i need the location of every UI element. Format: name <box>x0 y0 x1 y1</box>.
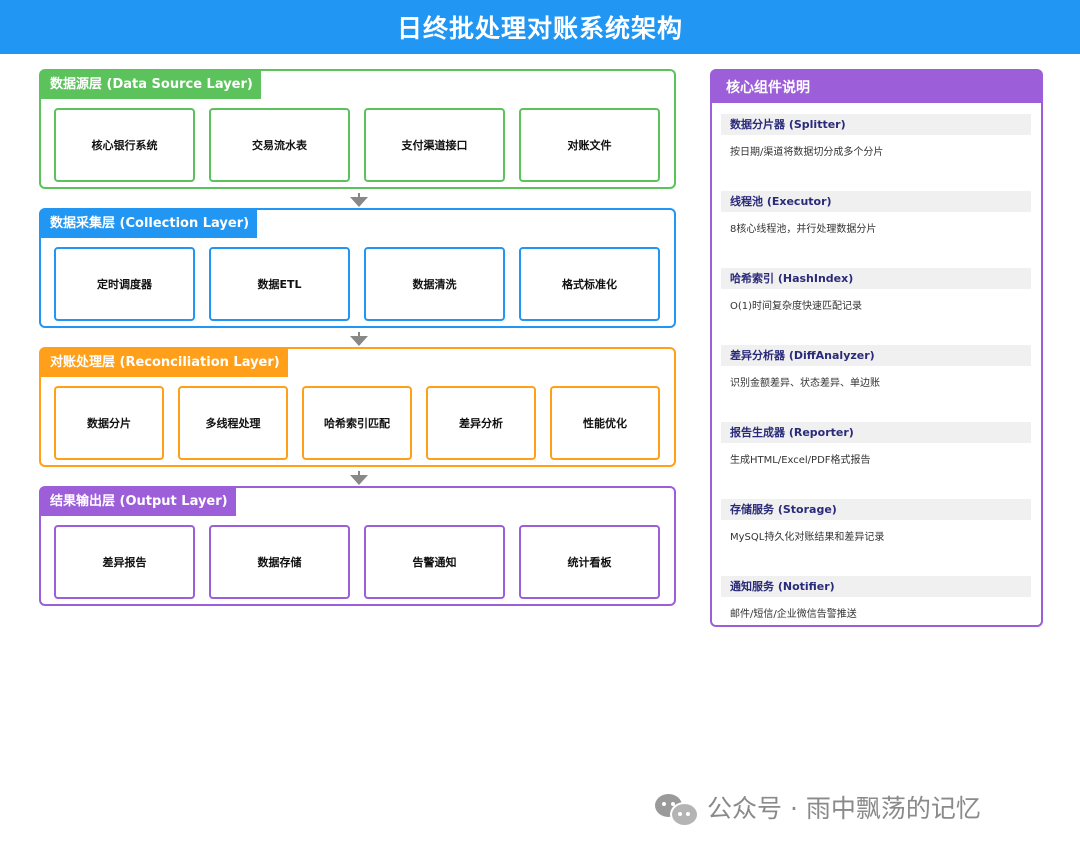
down-arrow-icon <box>350 471 368 485</box>
wechat-icon <box>655 790 699 827</box>
legend-item-name: 通知服务 (Notifier) <box>721 576 1031 597</box>
layer-title: 结果输出层 (Output Layer) <box>41 488 236 516</box>
component-box: 数据分片 <box>54 386 164 460</box>
legend-title: 核心组件说明 <box>712 71 1041 103</box>
legend-item: 存储服务 (Storage) MySQL持久化对账结果和差异记录 <box>721 499 1031 543</box>
layer-reconciliation: 对账处理层 (Reconciliation Layer) 数据分片多线程处理哈希… <box>39 347 676 467</box>
component-box: 定时调度器 <box>54 247 195 321</box>
component-box: 统计看板 <box>519 525 660 599</box>
layer-title: 数据采集层 (Collection Layer) <box>41 210 258 238</box>
layer-title: 对账处理层 (Reconciliation Layer) <box>41 349 288 377</box>
legend-item: 差异分析器 (DiffAnalyzer) 识别金额差异、状态差异、单边账 <box>721 345 1031 389</box>
legend-item-desc: 8核心线程池，并行处理数据分片 <box>730 224 877 235</box>
down-arrow-icon <box>350 332 368 346</box>
legend-item-name: 存储服务 (Storage) <box>721 499 1031 520</box>
component-box: 差异报告 <box>54 525 195 599</box>
component-box: 支付渠道接口 <box>364 108 505 182</box>
legend-item-name: 数据分片器 (Splitter) <box>721 114 1031 135</box>
component-box: 多线程处理 <box>178 386 288 460</box>
component-box: 性能优化 <box>550 386 660 460</box>
component-box: 格式标准化 <box>519 247 660 321</box>
component-box: 差异分析 <box>426 386 536 460</box>
legend-item: 线程池 (Executor) 8核心线程池，并行处理数据分片 <box>721 191 1031 235</box>
component-box: 交易流水表 <box>209 108 350 182</box>
layer-title: 数据源层 (Data Source Layer) <box>41 71 261 99</box>
legend-item-desc: MySQL持久化对账结果和差异记录 <box>730 532 885 543</box>
legend-item: 报告生成器 (Reporter) 生成HTML/Excel/PDF格式报告 <box>721 422 1031 466</box>
legend-item-desc: 邮件/短信/企业微信告警推送 <box>730 609 857 620</box>
component-box: 数据清洗 <box>364 247 505 321</box>
component-box: 哈希索引匹配 <box>302 386 412 460</box>
watermark-text: 公众号 · 雨中飘荡的记忆 <box>707 794 981 823</box>
component-box: 数据ETL <box>209 247 350 321</box>
legend-item: 通知服务 (Notifier) 邮件/短信/企业微信告警推送 <box>721 576 1031 620</box>
legend-panel: 核心组件说明 数据分片器 (Splitter) 按日期/渠道将数据切分成多个分片… <box>710 69 1043 627</box>
down-arrow-icon <box>350 193 368 207</box>
legend-item-name: 哈希索引 (HashIndex) <box>721 268 1031 289</box>
component-box: 对账文件 <box>519 108 660 182</box>
legend-item: 数据分片器 (Splitter) 按日期/渠道将数据切分成多个分片 <box>721 114 1031 158</box>
legend-item-desc: 生成HTML/Excel/PDF格式报告 <box>730 455 871 466</box>
page-title: 日终批处理对账系统架构 <box>0 0 1080 54</box>
legend-item-name: 报告生成器 (Reporter) <box>721 422 1031 443</box>
layer-output: 结果输出层 (Output Layer) 差异报告数据存储告警通知统计看板 <box>39 486 676 606</box>
component-box: 数据存储 <box>209 525 350 599</box>
component-box: 核心银行系统 <box>54 108 195 182</box>
legend-item-name: 差异分析器 (DiffAnalyzer) <box>721 345 1031 366</box>
legend-item-desc: O(1)时间复杂度快速匹配记录 <box>730 301 863 312</box>
legend-item-name: 线程池 (Executor) <box>721 191 1031 212</box>
layer-data-source: 数据源层 (Data Source Layer) 核心银行系统交易流水表支付渠道… <box>39 69 676 189</box>
legend-item-desc: 识别金额差异、状态差异、单边账 <box>730 378 880 389</box>
watermark: 公众号 · 雨中飘荡的记忆 <box>655 789 981 827</box>
legend-item-desc: 按日期/渠道将数据切分成多个分片 <box>730 147 884 158</box>
component-box: 告警通知 <box>364 525 505 599</box>
legend-item: 哈希索引 (HashIndex) O(1)时间复杂度快速匹配记录 <box>721 268 1031 312</box>
